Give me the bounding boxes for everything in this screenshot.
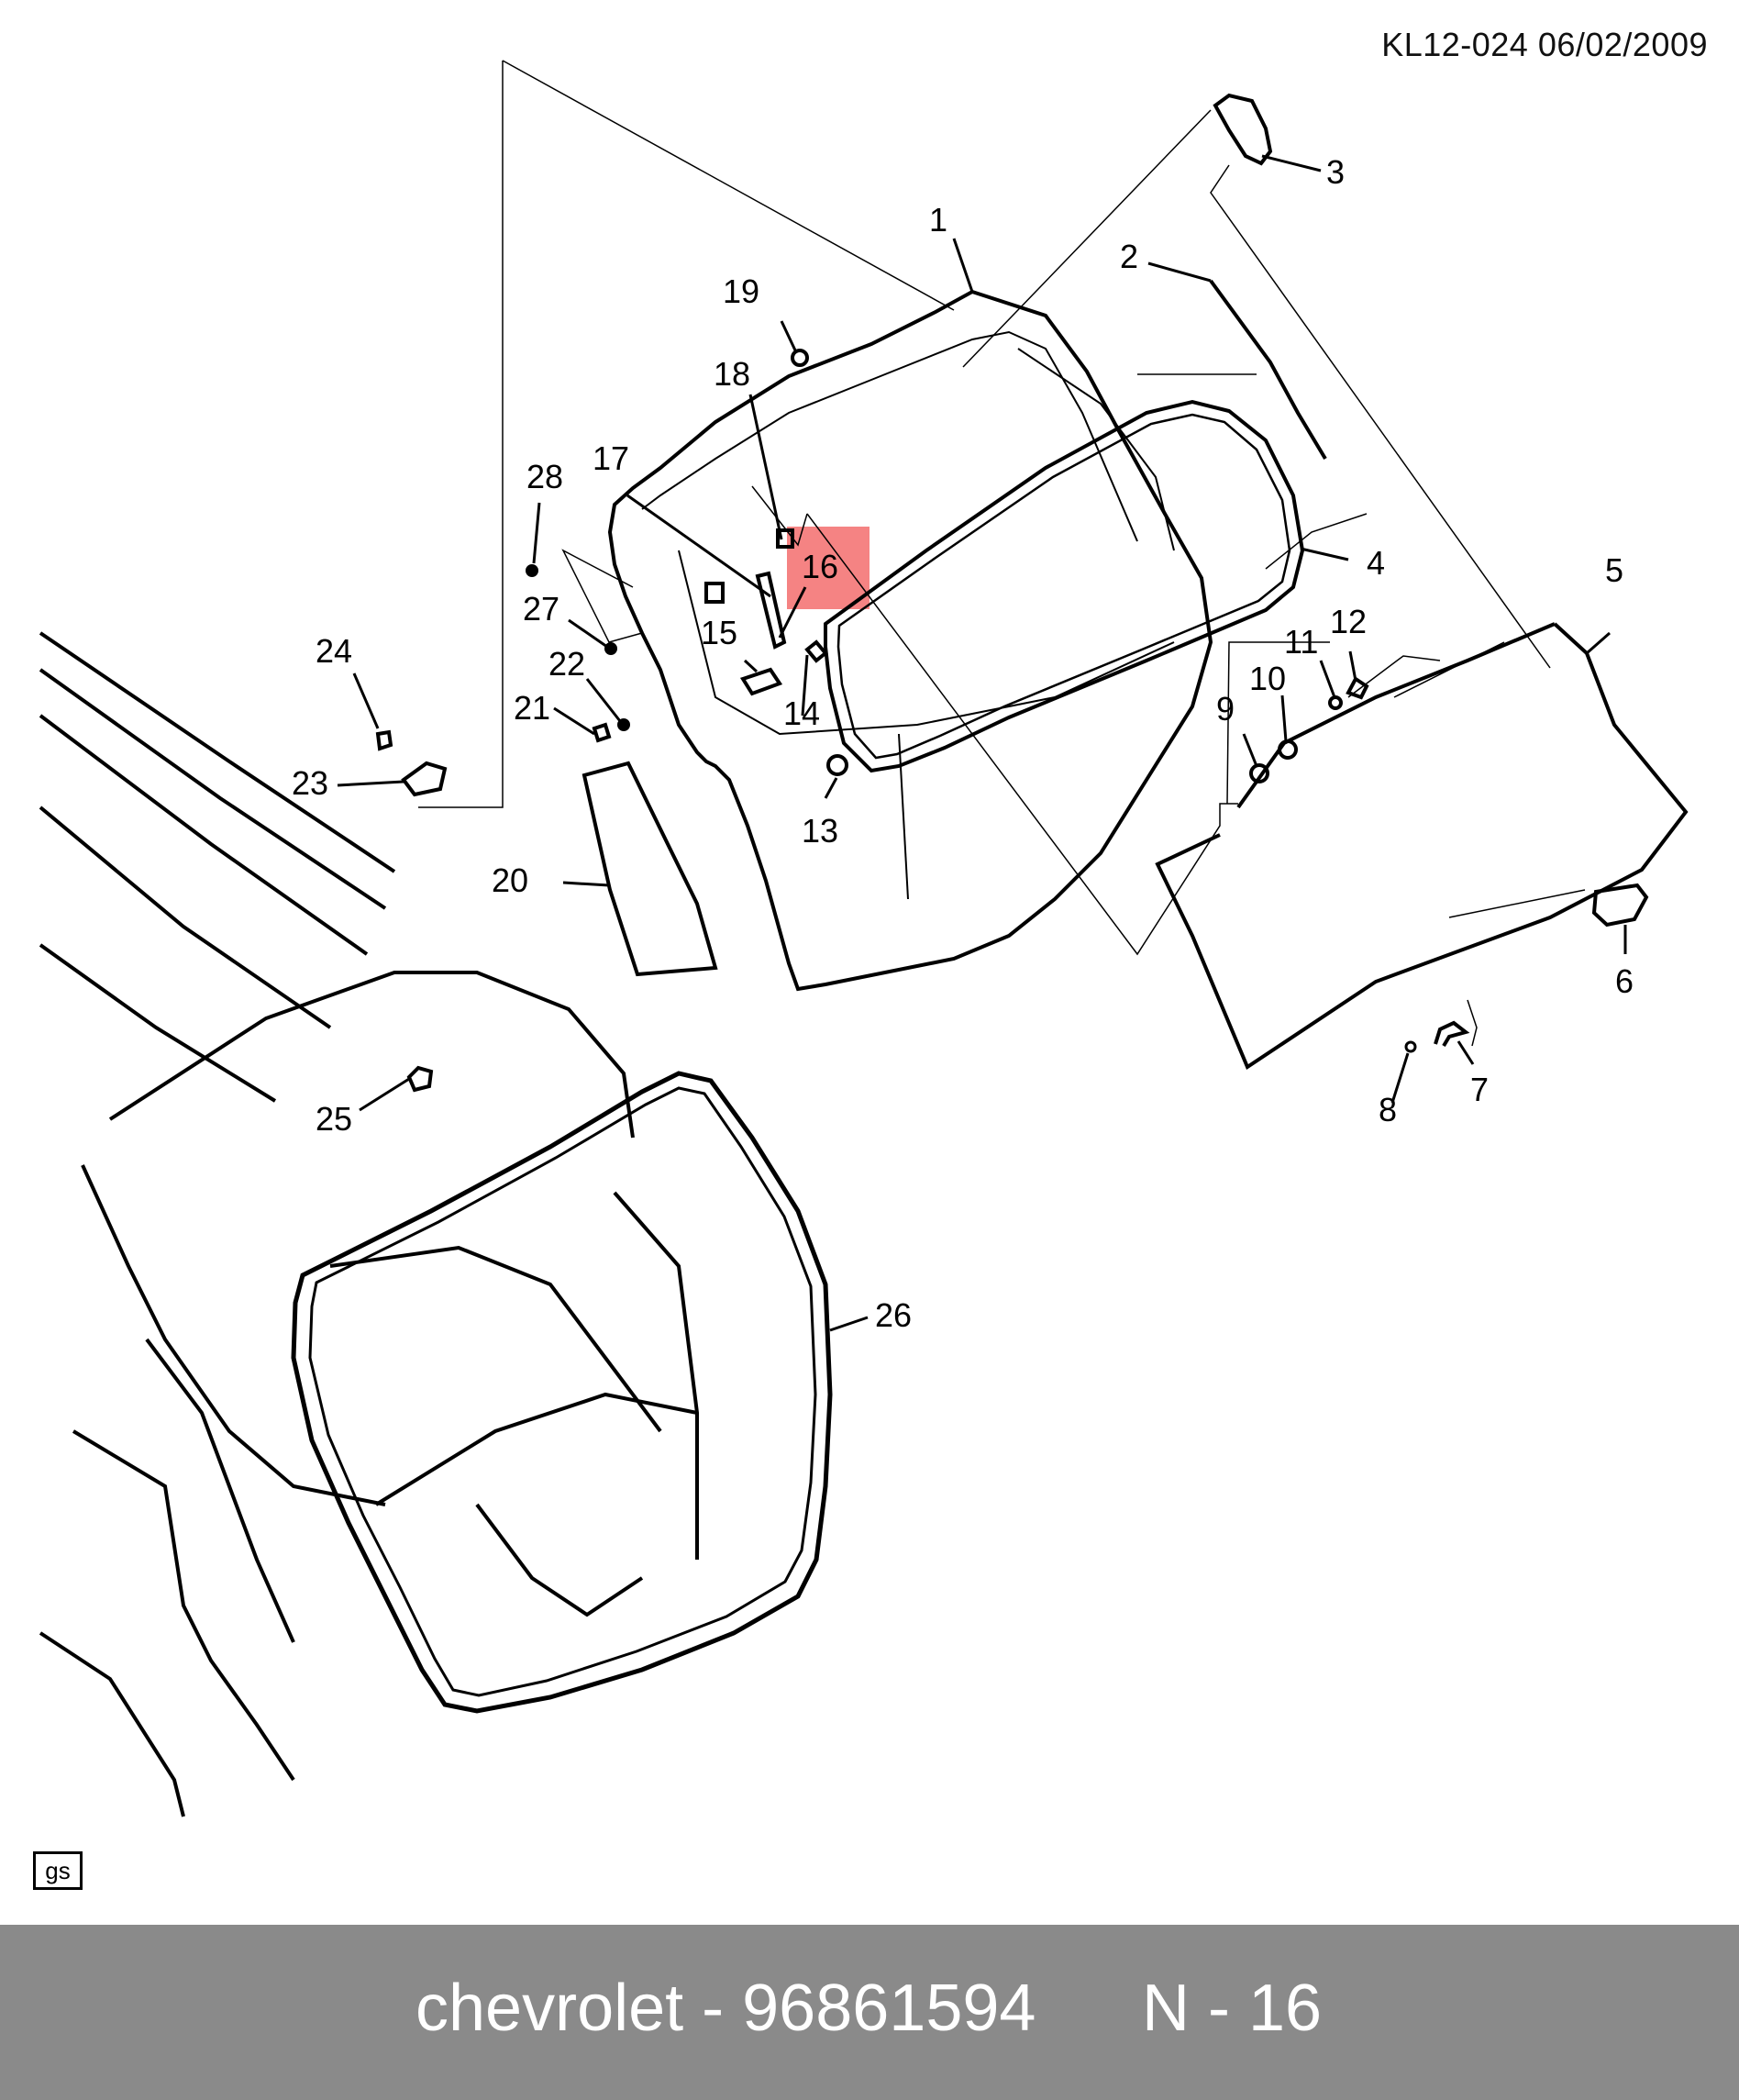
part-20-trim [582,761,718,977]
callout-22: 22 [548,645,585,683]
callout-4: 4 [1367,544,1385,582]
callout-2: 2 [1120,238,1138,275]
part-6-pad [1591,883,1649,928]
callout-5: 5 [1605,551,1623,589]
footer-position: N - 16 [1142,1972,1323,2045]
callout-8: 8 [1379,1091,1397,1128]
part-2-strip [1209,279,1327,461]
callout-19: 19 [723,272,759,310]
callout-1: 1 [929,201,947,239]
part-4-seal [824,399,1305,773]
callout-28: 28 [526,458,563,495]
construction-lines [418,60,1586,1047]
leader-lines [337,154,1627,1332]
callout-23: 23 [292,764,328,802]
callout-10: 10 [1249,660,1286,697]
callout-13: 13 [802,812,838,850]
callout-25: 25 [316,1100,352,1138]
part-7-clip [1434,1020,1470,1048]
fasteners [704,349,1369,783]
callout-11: 11 [1284,623,1318,661]
callout-3: 3 [1326,153,1345,191]
footer-bar: chevrolet - 96861594 N - 16 [0,1925,1739,2100]
callout-17: 17 [593,439,629,477]
part-1-liftgate [607,289,1213,992]
callout-12: 12 [1330,603,1367,640]
diagram-canvas: 1 2 3 4 5 6 7 8 9 10 11 12 13 14 15 16 1… [39,60,1689,1817]
gs-badge: gs [33,1851,83,1890]
callout-26: 26 [875,1296,912,1334]
part-3-lamp [1213,93,1273,166]
callout-9: 9 [1216,690,1235,728]
callout-14: 14 [783,694,820,732]
callout-7: 7 [1470,1071,1489,1108]
callout-27: 27 [523,590,559,628]
diagram-reference: KL12-024 06/02/2009 [1381,26,1708,63]
callout-18: 18 [714,355,750,393]
part-5-glass [1155,622,1689,1071]
callout-24: 24 [316,632,352,670]
callout-16: 16 [802,548,838,585]
part-8-screw [1404,1040,1417,1053]
callout-15: 15 [701,614,737,651]
callout-21: 21 [514,689,550,727]
part-26-seal [291,1071,833,1714]
footer-part-title: chevrolet - 96861594 [415,1972,1036,2045]
callout-6: 6 [1615,962,1634,1000]
vehicle-body [39,631,699,1817]
hinge-parts [375,729,448,1093]
callout-20: 20 [492,861,528,899]
small-screws [526,564,630,743]
parts-diagram: 1 2 3 4 5 6 7 8 9 10 11 12 13 14 15 16 1… [39,60,1689,1817]
